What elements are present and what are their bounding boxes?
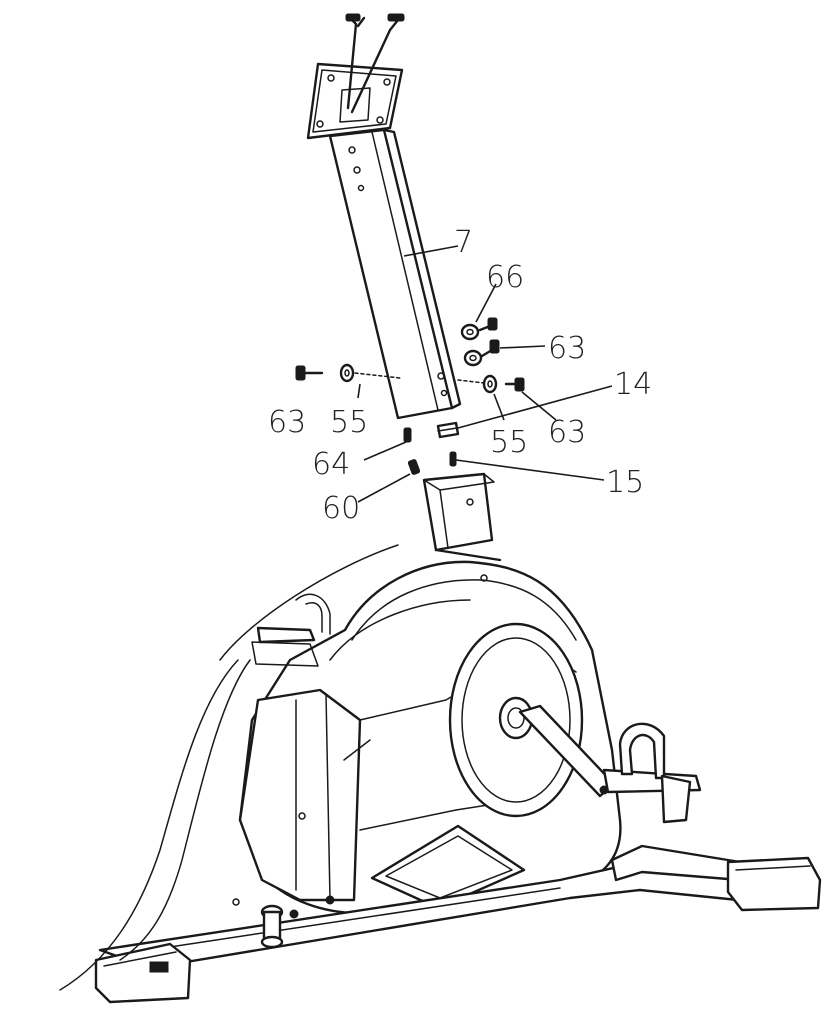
bolt-63-left xyxy=(295,365,324,381)
callout-14: 14 xyxy=(614,367,652,402)
callout-55-left: 55 xyxy=(330,405,368,440)
bike-frame xyxy=(219,544,622,915)
callout-66: 66 xyxy=(486,260,524,295)
washer-66-lower xyxy=(463,349,483,367)
leader-lines xyxy=(357,245,613,503)
bolt-63-right-top xyxy=(478,317,498,332)
left-pedal xyxy=(251,593,331,667)
bolt-63-right-bottom xyxy=(504,377,525,392)
callout-60: 60 xyxy=(322,491,360,526)
bushing-14 xyxy=(436,421,460,439)
callout-63-right-bottom: 63 xyxy=(548,415,586,450)
washer-66-upper xyxy=(460,323,480,341)
handlebar-post xyxy=(306,13,462,420)
screw-60 xyxy=(407,459,421,475)
washer-55-left xyxy=(339,363,355,383)
callout-63-left: 63 xyxy=(268,405,306,440)
base-stabiliser xyxy=(94,844,822,1004)
hardware-parts xyxy=(295,317,525,475)
bolt-63-right-mid xyxy=(480,339,500,358)
screw-15 xyxy=(449,451,457,467)
callouts: 7 66 63 14 63 55 55 63 64 15 60 xyxy=(268,225,652,526)
rear-frame-curve xyxy=(59,659,239,991)
washer-55-right xyxy=(482,374,498,394)
rear-frame-curve-inner xyxy=(119,659,251,961)
callout-64: 64 xyxy=(312,447,350,482)
callout-63-right-top: 63 xyxy=(548,331,586,366)
callout-15: 15 xyxy=(606,465,644,500)
screw-64 xyxy=(403,427,412,443)
callout-7: 7 xyxy=(454,225,473,260)
callout-55-right: 55 xyxy=(490,425,528,460)
right-pedal xyxy=(599,722,702,824)
lower-post-stub xyxy=(422,472,502,562)
